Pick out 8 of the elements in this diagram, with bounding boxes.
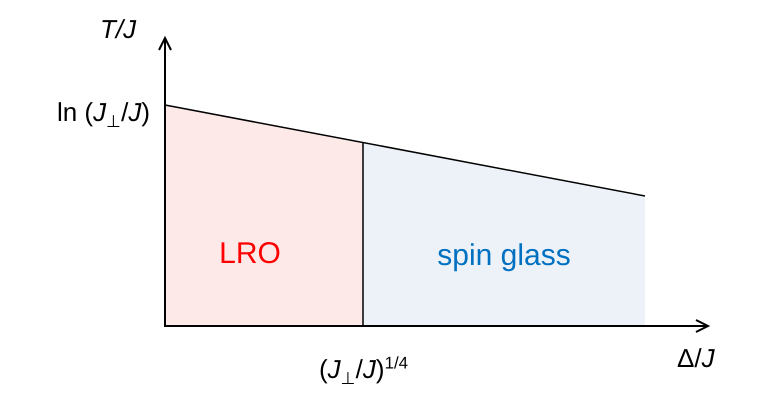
phase-region [165,105,363,326]
region-label: spin glass [437,240,571,271]
axis-label: (J$_{⊥}$/J)$^{1/4}$ [319,356,408,382]
region-label: LRO [219,239,281,269]
phase-region [363,142,645,326]
axis-label: T/J [100,16,136,42]
axis-label: Δ/J [677,345,715,371]
axis-label: ln (J$_{⊥}$/J) [56,99,150,125]
